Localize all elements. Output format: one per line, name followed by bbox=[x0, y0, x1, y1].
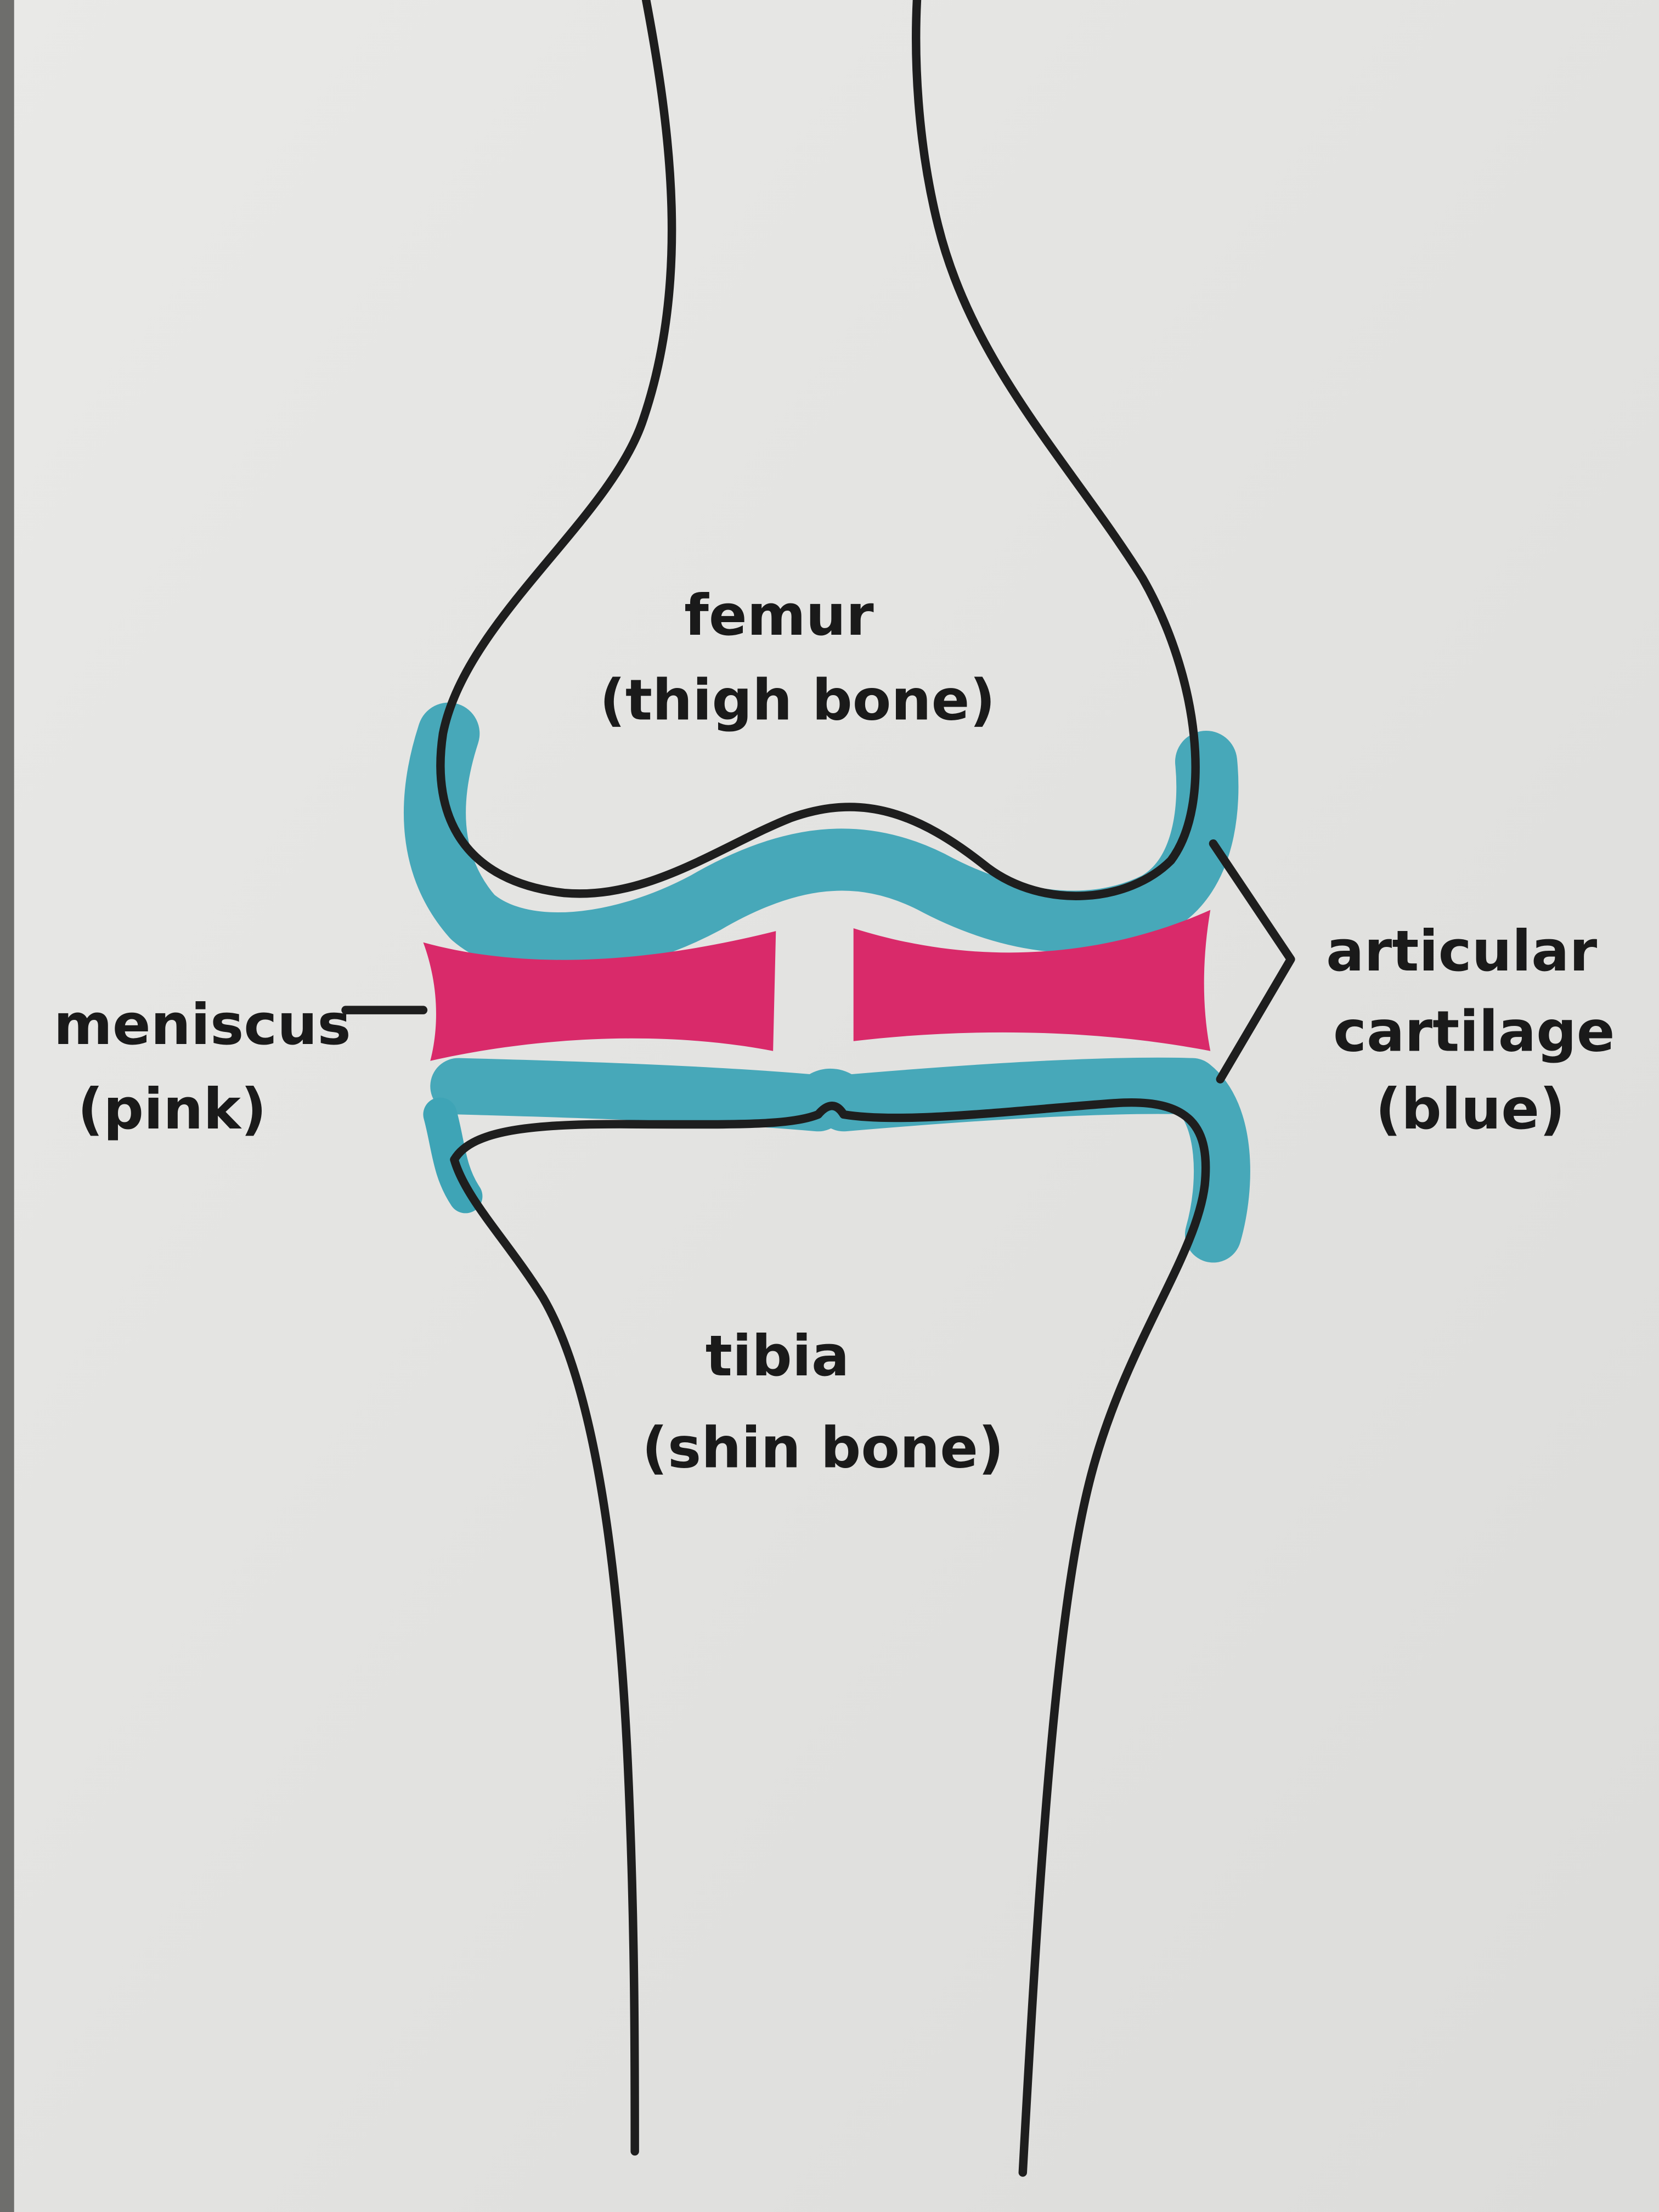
femur-cartilage bbox=[404, 702, 1239, 975]
label-femur: femur bbox=[684, 583, 874, 648]
label-tibia-sub: (shin bone) bbox=[642, 1415, 1004, 1481]
femur-outline bbox=[436, 0, 1200, 900]
tibia-cartilage bbox=[430, 1057, 1250, 1263]
table-edge bbox=[0, 0, 14, 2212]
label-cartilage-1: articular bbox=[1326, 919, 1597, 984]
label-meniscus: meniscus bbox=[54, 992, 351, 1058]
cartilage-bracket bbox=[1209, 839, 1295, 1084]
label-tibia: tibia bbox=[706, 1324, 850, 1389]
label-cartilage-sub: (blue) bbox=[1375, 1077, 1565, 1142]
meniscus-right bbox=[853, 910, 1211, 1051]
label-cartilage-2: cartilage bbox=[1333, 1000, 1615, 1065]
tibia-outline-left bbox=[450, 1155, 639, 2156]
tibia-cartilage-edge bbox=[423, 1097, 483, 1214]
label-femur-sub: (thigh bone) bbox=[600, 668, 996, 733]
label-meniscus-sub: (pink) bbox=[77, 1077, 267, 1142]
meniscus-left bbox=[423, 931, 776, 1061]
tibia-outline bbox=[450, 1098, 1210, 2177]
